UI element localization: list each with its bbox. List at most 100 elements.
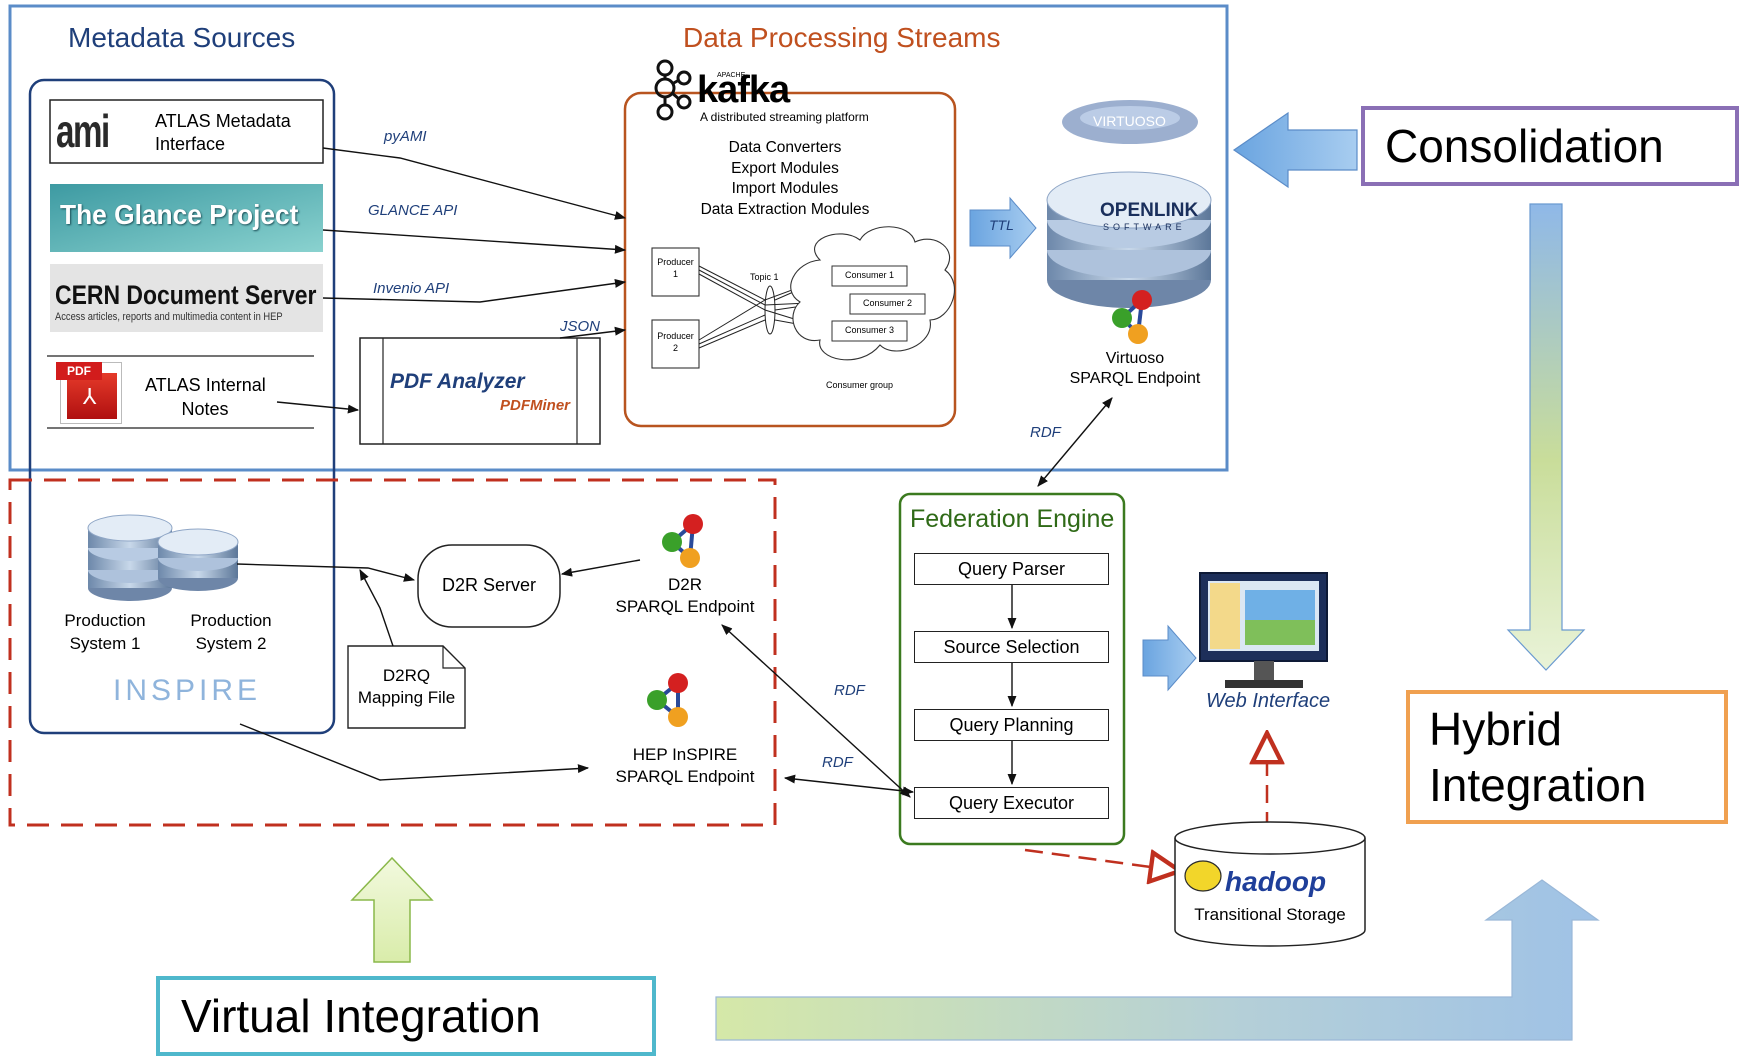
kafka-tagline: A distributed streaming platform bbox=[700, 110, 869, 124]
ami-logo: ami bbox=[56, 105, 110, 157]
kafka-name: kafka bbox=[697, 69, 790, 111]
production-system-1-label: Production System 1 bbox=[64, 611, 146, 653]
edge-label-rdf-d2r: RDF bbox=[834, 682, 865, 699]
cds-subtitle: Access articles, reports and multimedia … bbox=[55, 311, 283, 323]
hadoop-elephant-icon bbox=[1184, 860, 1222, 892]
query-planning-label: Query Planning bbox=[949, 714, 1074, 735]
consolidation-label: Consolidation bbox=[1361, 106, 1739, 186]
hep-endpoint-label: HEP InSPIRE SPARQL Endpoint bbox=[615, 745, 755, 786]
ttl-arrow bbox=[969, 196, 1037, 260]
consumer-3-box bbox=[831, 320, 908, 342]
data-processing-title: Data Processing Streams bbox=[683, 22, 1001, 53]
consumer-2-box bbox=[849, 293, 926, 315]
arrow-inspire-to-hep bbox=[239, 723, 590, 781]
cds-banner bbox=[50, 264, 323, 332]
openlink-software: SOFTWARE bbox=[1103, 222, 1186, 232]
query-parser-label: Query Parser bbox=[957, 558, 1066, 579]
pdf-analyzer-title: PDF Analyzer bbox=[390, 370, 525, 393]
production-system-2-label: Production System 2 bbox=[190, 611, 272, 653]
virtual-to-hybrid-arrow bbox=[715, 879, 1600, 1041]
openlink-logo: OPENLINK bbox=[1100, 200, 1199, 221]
module-item: Import Modules bbox=[731, 180, 839, 197]
arrow-rdf-hep bbox=[783, 774, 915, 796]
ami-label: ATLAS Metadata Interface bbox=[155, 111, 291, 154]
consolidation-region bbox=[8, 4, 1229, 472]
rdf-graph-icon bbox=[662, 514, 703, 568]
metadata-sources-title: Metadata Sources bbox=[68, 22, 296, 53]
virtual-integration-text: Virtual Integration bbox=[181, 990, 541, 1042]
topic-label: Topic 1 bbox=[750, 272, 779, 282]
pdfminer-label: PDFMiner bbox=[500, 397, 571, 414]
consolidation-text: Consolidation bbox=[1385, 120, 1664, 172]
query-planning-step: Query Planning bbox=[914, 709, 1109, 741]
module-item: Export Modules bbox=[731, 159, 839, 177]
virtuoso-database-icon bbox=[1046, 171, 1212, 308]
kafka-modules-list: Data Converters Export Modules Import Mo… bbox=[655, 138, 915, 220]
inspire-logo: INSPIRE bbox=[113, 674, 262, 707]
production-system-1-database-icon bbox=[87, 514, 173, 601]
arrow-json bbox=[559, 326, 627, 339]
module-item: Data Extraction Modules bbox=[700, 200, 870, 218]
edge-label-rdf-hep: RDF bbox=[822, 754, 853, 771]
d2r-server-label: D2R Server bbox=[441, 575, 537, 595]
edge-label-rdf-top: RDF bbox=[1030, 424, 1061, 441]
d2rq-mapping-label: D2RQ Mapping File bbox=[357, 666, 456, 707]
rdf-graph-icon bbox=[647, 673, 688, 727]
pdf-file-icon: ⅄ bbox=[60, 362, 122, 424]
source-selection-step: Source Selection bbox=[914, 631, 1109, 663]
consolidation-arrow bbox=[1232, 111, 1358, 189]
edge-label-pyami: pyAMI bbox=[384, 128, 427, 145]
atlas-internal-notes-label: ATLAS Internal Notes bbox=[145, 375, 266, 419]
module-item: Data Converters bbox=[728, 139, 842, 156]
ami-box bbox=[49, 99, 324, 164]
arrow-rdf-d2r bbox=[721, 624, 911, 798]
hadoop-logo: hadoop bbox=[1225, 866, 1327, 897]
kafka-box bbox=[623, 91, 957, 428]
cds-title: CERN Document Server bbox=[55, 280, 317, 310]
metadata-sources-box bbox=[28, 78, 336, 735]
dashed-arrow-to-storage bbox=[1024, 848, 1180, 871]
kafka-apache-label: APACHE bbox=[717, 72, 746, 79]
web-interface-monitor-icon bbox=[1199, 572, 1328, 688]
arrow-rdf-virtuoso bbox=[1037, 397, 1113, 487]
consumer-1-box bbox=[831, 265, 908, 287]
to-web-arrow bbox=[1142, 624, 1197, 692]
arrow-d2rq-to-link bbox=[359, 569, 394, 647]
hybrid-integration-text: Hybrid Integration bbox=[1429, 703, 1647, 811]
pdf-analyzer-box bbox=[359, 337, 601, 445]
arrow-pdf-analyzer bbox=[276, 401, 360, 414]
source-selection-label: Source Selection bbox=[943, 636, 1080, 657]
edge-label-glance: GLANCE API bbox=[368, 202, 458, 219]
hybrid-integration-label: Hybrid Integration bbox=[1406, 690, 1728, 824]
transitional-storage-label: Transitional Storage bbox=[1194, 905, 1346, 924]
glance-banner bbox=[50, 184, 323, 252]
query-parser-step: Query Parser bbox=[914, 553, 1109, 585]
virtual-up-arrow bbox=[350, 856, 434, 963]
virtuoso-logo-text: VIRTUOSO bbox=[1093, 113, 1166, 129]
rdf-graph-icon bbox=[1112, 290, 1152, 344]
transitional-storage-cylinder bbox=[1174, 821, 1366, 947]
virtual-integration-label: Virtual Integration bbox=[156, 976, 656, 1056]
kafka-logo-icon bbox=[654, 59, 692, 121]
arrow-invenio bbox=[322, 278, 627, 303]
edge-label-json: JSON bbox=[560, 318, 601, 335]
arrow-glance bbox=[322, 229, 627, 254]
edge-label-ttl: TTL bbox=[989, 217, 1014, 233]
federation-engine-title: Federation Engine bbox=[910, 505, 1115, 533]
producer-2-label: Producer 2 bbox=[657, 331, 694, 353]
consumer-1-label: Consumer 1 bbox=[844, 270, 895, 280]
producer-1 bbox=[651, 247, 700, 297]
edge-label-invenio: Invenio API bbox=[373, 280, 450, 297]
query-executor-step: Query Executor bbox=[914, 787, 1109, 819]
d2rq-mapping-file bbox=[347, 645, 466, 729]
consumer-group-label: Consumer group bbox=[826, 380, 894, 390]
glance-logo: The Glance Project bbox=[60, 199, 299, 230]
consumer-2-label: Consumer 2 bbox=[862, 298, 913, 308]
arrow-prod-to-d2r bbox=[236, 563, 416, 582]
consumer-3-label: Consumer 3 bbox=[844, 325, 895, 335]
d2r-endpoint-label: D2R SPARQL Endpoint bbox=[615, 575, 755, 616]
pdf-badge: PDF bbox=[56, 362, 102, 380]
producer-1-label: Producer 1 bbox=[657, 257, 694, 279]
consolidation-down-arrow bbox=[1506, 203, 1586, 671]
